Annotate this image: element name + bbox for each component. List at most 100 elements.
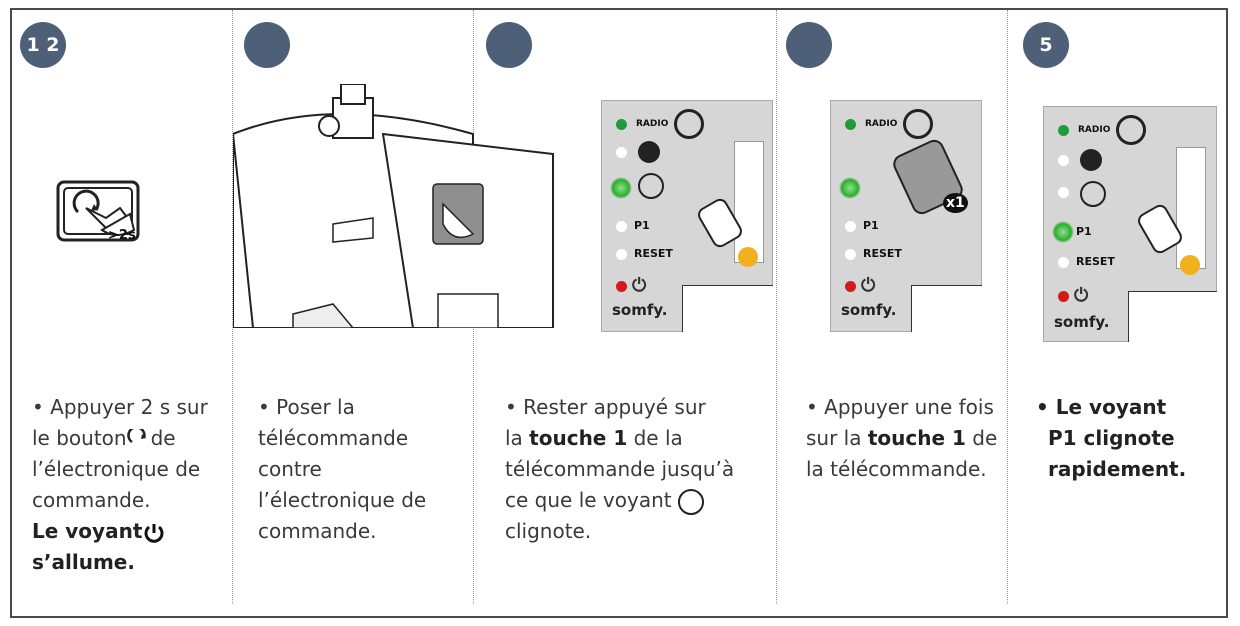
pedestrian-icon xyxy=(638,141,660,163)
power-led xyxy=(616,281,627,292)
p1-label: P1 xyxy=(1076,225,1092,238)
reset-led xyxy=(616,249,627,260)
panel-cutout xyxy=(911,285,982,332)
step-3-line: clignote. xyxy=(505,516,765,547)
radio-label: RADIO xyxy=(1078,125,1110,135)
p1-led xyxy=(616,221,627,232)
step-1-bold-line: Le voyant xyxy=(32,519,142,543)
step-4-line: Appuyer une fois xyxy=(824,395,994,419)
power-icon: ⏻ xyxy=(632,275,646,296)
step-4-bold: touche 1 xyxy=(868,426,966,450)
press-duration-label: >2s xyxy=(108,228,136,243)
bullet: • xyxy=(806,395,818,419)
step-3-line: la xyxy=(505,426,523,450)
pedestrian-icon xyxy=(1080,149,1102,171)
timer-led-blinking xyxy=(837,175,863,201)
power-icon: ⏻ xyxy=(1074,285,1088,306)
timer-icon xyxy=(638,173,664,199)
led-off xyxy=(616,147,627,158)
led-off xyxy=(1058,155,1069,166)
step-3-line: de la xyxy=(634,426,683,450)
p1-led-blinking xyxy=(1050,219,1076,245)
bullet: • xyxy=(1036,395,1049,419)
reset-label: RESET xyxy=(1076,255,1115,268)
step-5-badge: 5 xyxy=(1023,22,1069,68)
step-5-line: Le voyant xyxy=(1056,395,1166,419)
step-2-text: • Poser la télécommande contre l’électro… xyxy=(258,392,458,547)
step-2-badge xyxy=(244,22,290,68)
step-3-line: télécommande jusqu’à xyxy=(505,454,765,485)
step-divider xyxy=(776,10,777,604)
step-5-line: rapidement. xyxy=(1036,454,1226,485)
step-3-line: ce que le voyant xyxy=(505,488,672,512)
power-led xyxy=(1058,291,1069,302)
step-1-bold-line: s’allume. xyxy=(32,547,222,578)
timer-icon xyxy=(1080,181,1106,207)
step-3-badge xyxy=(486,22,532,68)
step-1-line: l’électronique de xyxy=(32,454,222,485)
panel-cutout xyxy=(1128,291,1217,342)
reset-label: RESET xyxy=(634,247,673,260)
radio-led xyxy=(1058,125,1069,136)
reset-button-icon xyxy=(127,429,151,451)
radio-label: RADIO xyxy=(865,119,897,129)
step-5-line: P1 clignote xyxy=(1036,423,1226,454)
step-divider xyxy=(1007,10,1008,604)
target-icon xyxy=(674,109,704,139)
control-box-illustration xyxy=(233,84,563,328)
control-panel-step5: RADIO P1 RESET ⏻ somfy. xyxy=(1043,106,1217,342)
step-1-text: • Appuyer 2 s sur le bouton de l’électron… xyxy=(32,392,222,578)
step-1-line: Appuyer 2 s sur xyxy=(50,395,208,419)
step-4-line: de xyxy=(972,426,997,450)
step-1-badge: 1 2 xyxy=(20,22,66,68)
step-2-line: Poser la xyxy=(276,395,355,419)
bullet: • xyxy=(32,395,44,419)
control-panel-step3: RADIO P1 RESET ⏻ somfy. xyxy=(601,100,773,332)
brand-logo: somfy. xyxy=(612,301,668,319)
step-1-line: de xyxy=(151,426,176,450)
brand-logo: somfy. xyxy=(841,301,897,319)
step-3-line: Rester appuyé sur xyxy=(523,395,706,419)
step-2-line: commande. xyxy=(258,516,458,547)
tahoma-label xyxy=(734,141,764,263)
step-3-text: • Rester appuyé sur la touche 1 de la té… xyxy=(505,392,765,547)
power-icon xyxy=(142,521,166,545)
reset-led xyxy=(1058,257,1069,268)
power-icon: ⏻ xyxy=(861,275,875,296)
press-button-icon: >2s xyxy=(56,178,142,248)
p1-label: P1 xyxy=(863,219,879,232)
bullet: • xyxy=(505,395,517,419)
step-4-line: la télécommande. xyxy=(806,454,1006,485)
step-2-line: contre xyxy=(258,454,458,485)
control-panel-step4: RADIO P1 RESET ⏻ somfy. x1 xyxy=(830,100,982,332)
step-4-badge xyxy=(786,22,832,68)
reset-label: RESET xyxy=(863,247,902,260)
radio-led xyxy=(845,119,856,130)
target-icon xyxy=(1116,115,1146,145)
yellow-indicator xyxy=(738,247,758,267)
step-1-line: le bouton xyxy=(32,426,127,450)
bullet: • xyxy=(258,395,270,419)
step-4-text: • Appuyer une fois sur la touche 1 de la… xyxy=(806,392,1006,485)
radio-led xyxy=(616,119,627,130)
panel-cutout xyxy=(682,285,773,332)
brand-logo: somfy. xyxy=(1054,313,1110,331)
step-5-text: • Le voyant P1 clignote rapidement. xyxy=(1036,392,1226,485)
step-2-line: l’électronique de xyxy=(258,485,458,516)
p1-label: P1 xyxy=(634,219,650,232)
timer-led xyxy=(1058,187,1069,198)
p1-led xyxy=(845,221,856,232)
radio-label: RADIO xyxy=(636,119,668,129)
step-4-line: sur la xyxy=(806,426,862,450)
step-3-bold: touche 1 xyxy=(529,426,627,450)
yellow-indicator xyxy=(1180,255,1200,275)
reset-led xyxy=(845,249,856,260)
power-led xyxy=(845,281,856,292)
press-count-badge: x1 xyxy=(943,193,968,213)
timer-icon xyxy=(678,489,704,515)
target-icon xyxy=(903,109,933,139)
step-1-line: commande. xyxy=(32,485,222,516)
timer-led-blinking xyxy=(608,175,634,201)
step-2-line: télécommande xyxy=(258,423,458,454)
tahoma-label xyxy=(1176,147,1206,269)
